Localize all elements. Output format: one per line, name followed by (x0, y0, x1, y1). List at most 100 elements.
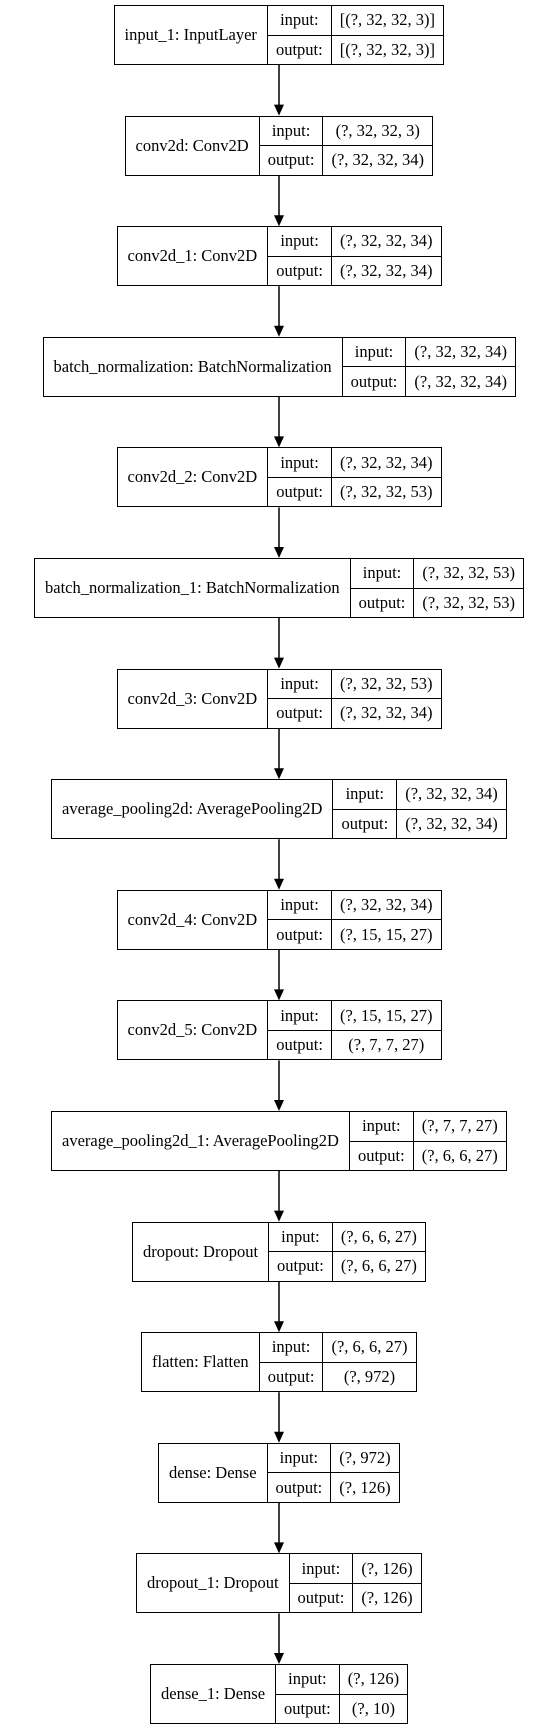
output-shape: (?, 6, 6, 27) (340, 1256, 417, 1276)
layer-name: flatten: Flatten (142, 1333, 260, 1392)
input-shape: (?, 32, 32, 3) (323, 117, 433, 147)
port-labels: input:output: (267, 6, 332, 64)
layer-name: average_pooling2d_1: AveragePooling2D (52, 1112, 350, 1170)
output-label: output: (275, 1477, 323, 1497)
input-shape: [(?, 32, 32, 3)] (331, 6, 444, 36)
input-shape: (?, 15, 15, 27) (331, 1001, 441, 1031)
edge-arrowhead (274, 436, 284, 448)
port-labels: input:output: (268, 669, 332, 728)
output-shape: (?, 32, 32, 34) (331, 150, 425, 170)
port-labels: input: output: (268, 1001, 332, 1060)
port-shapes: (?, 6, 6, 27)(?, 972) (323, 1333, 416, 1391)
input-label: input: (350, 559, 414, 589)
input-label: input: (268, 670, 331, 700)
output-shape: (?, 32, 32, 53) (339, 482, 433, 502)
port-labels: input:output: (350, 559, 415, 617)
output-shape: (?, 6, 6, 27) (421, 1145, 498, 1165)
edge-arrowhead (274, 657, 284, 669)
edge-arrowhead (274, 878, 284, 890)
port-labels: input: output: (259, 116, 324, 175)
edge-arrowhead (274, 1321, 284, 1333)
input-shape: (?, 32, 32, 34) (397, 780, 506, 810)
port-shapes: (?, 972)(?, 126) (331, 1444, 399, 1502)
input-shape: (?, 972) (331, 1444, 399, 1474)
output-shape: (?, 32, 32, 34) (339, 260, 433, 280)
output-shape: (?, 32, 32, 53) (422, 592, 515, 612)
edge-arrowhead (274, 325, 284, 337)
port-shapes: (?, 126) (?, 126) (353, 1554, 421, 1612)
layer-name: input_1: InputLayer (115, 6, 268, 64)
port-shapes: (?, 126)(?, 10) (339, 1665, 408, 1723)
port-labels: input:output: (289, 1554, 354, 1613)
port-labels: input: output: (267, 1443, 332, 1502)
input-shape: (?, 7, 7, 27) (413, 1112, 506, 1142)
output-shape: (?, 15, 15, 27) (339, 924, 433, 944)
input-label: input: (259, 1333, 323, 1363)
port-labels: input:output: (259, 1333, 324, 1392)
edge-arrowhead (274, 1210, 284, 1222)
layer-name: dropout_1: Dropout (137, 1554, 290, 1613)
edge-arrowhead (274, 989, 284, 1001)
layer-name: average_pooling2d: AveragePooling2D (52, 780, 334, 839)
output-shape: (?, 32, 32, 34) (414, 371, 507, 391)
layer-name: dense: Dense (159, 1443, 268, 1502)
output-shape: (?, 32, 32, 34) (339, 703, 433, 723)
layer-name: conv2d: Conv2D (126, 116, 260, 175)
port-shapes: (?, 6, 6, 27)(?, 6, 6, 27) (332, 1223, 425, 1281)
output-label: output: (276, 924, 323, 944)
edge-arrowhead (274, 1653, 284, 1664)
input-shape: (?, 126) (353, 1554, 421, 1584)
port-labels: input:output: (268, 227, 332, 286)
input-label: input: (259, 117, 323, 147)
port-labels: input:output: (268, 890, 332, 949)
input-label: input: (267, 1444, 331, 1474)
output-shape: (?, 32, 32, 34) (405, 813, 498, 833)
edge-arrowhead (274, 1431, 284, 1443)
output-label: output: (276, 1035, 323, 1055)
port-shapes: (?, 32, 32, 34) (?, 32, 32, 34) (331, 227, 441, 285)
port-shapes: (?, 15, 15, 27)(?, 7, 7, 27) (331, 1001, 441, 1059)
input-shape: (?, 32, 32, 34) (331, 448, 441, 478)
port-shapes: (?, 32, 32, 34) (?, 32, 32, 53) (331, 448, 441, 506)
output-shape: (?, 10) (351, 1698, 395, 1718)
input-label: input: (268, 1001, 331, 1031)
output-label: output: (267, 150, 315, 170)
port-labels: input:output: (269, 1222, 333, 1281)
input-label: input: (333, 780, 397, 810)
port-labels: input:output: (342, 337, 407, 396)
layer-name: dropout: Dropout (133, 1222, 270, 1281)
port-shapes: [(?, 32, 32, 3)] [(?, 32, 32, 3)] (331, 6, 444, 64)
input-shape: (?, 32, 32, 53) (331, 670, 441, 700)
output-label: output: (297, 1588, 345, 1608)
port-labels: input:output: (276, 1665, 340, 1723)
layer-name: conv2d_1: Conv2D (118, 227, 269, 286)
port-shapes: (?, 32, 32, 34) (?, 15, 15, 27) (331, 891, 441, 949)
input-label: input: (268, 448, 331, 478)
output-shape: [(?, 32, 32, 3)] (339, 39, 436, 59)
output-shape: (?, 126) (361, 1588, 413, 1608)
input-shape: (?, 32, 32, 34) (331, 891, 441, 921)
port-shapes: (?, 32, 32, 34) (?, 32, 32, 34) (397, 780, 506, 838)
edge-arrowhead (274, 768, 284, 780)
layer-name: batch_normalization_1: BatchNormalizatio… (35, 559, 351, 617)
edge-arrowhead (274, 547, 284, 558)
layer-name: conv2d_3: Conv2D (118, 669, 269, 728)
input-shape: (?, 32, 32, 34) (331, 227, 441, 257)
edge-arrowhead (274, 1100, 284, 1111)
output-shape: (?, 972) (343, 1366, 396, 1386)
edge-arrowhead (274, 104, 284, 116)
output-label: output: (275, 39, 323, 59)
output-label: output: (276, 260, 323, 280)
